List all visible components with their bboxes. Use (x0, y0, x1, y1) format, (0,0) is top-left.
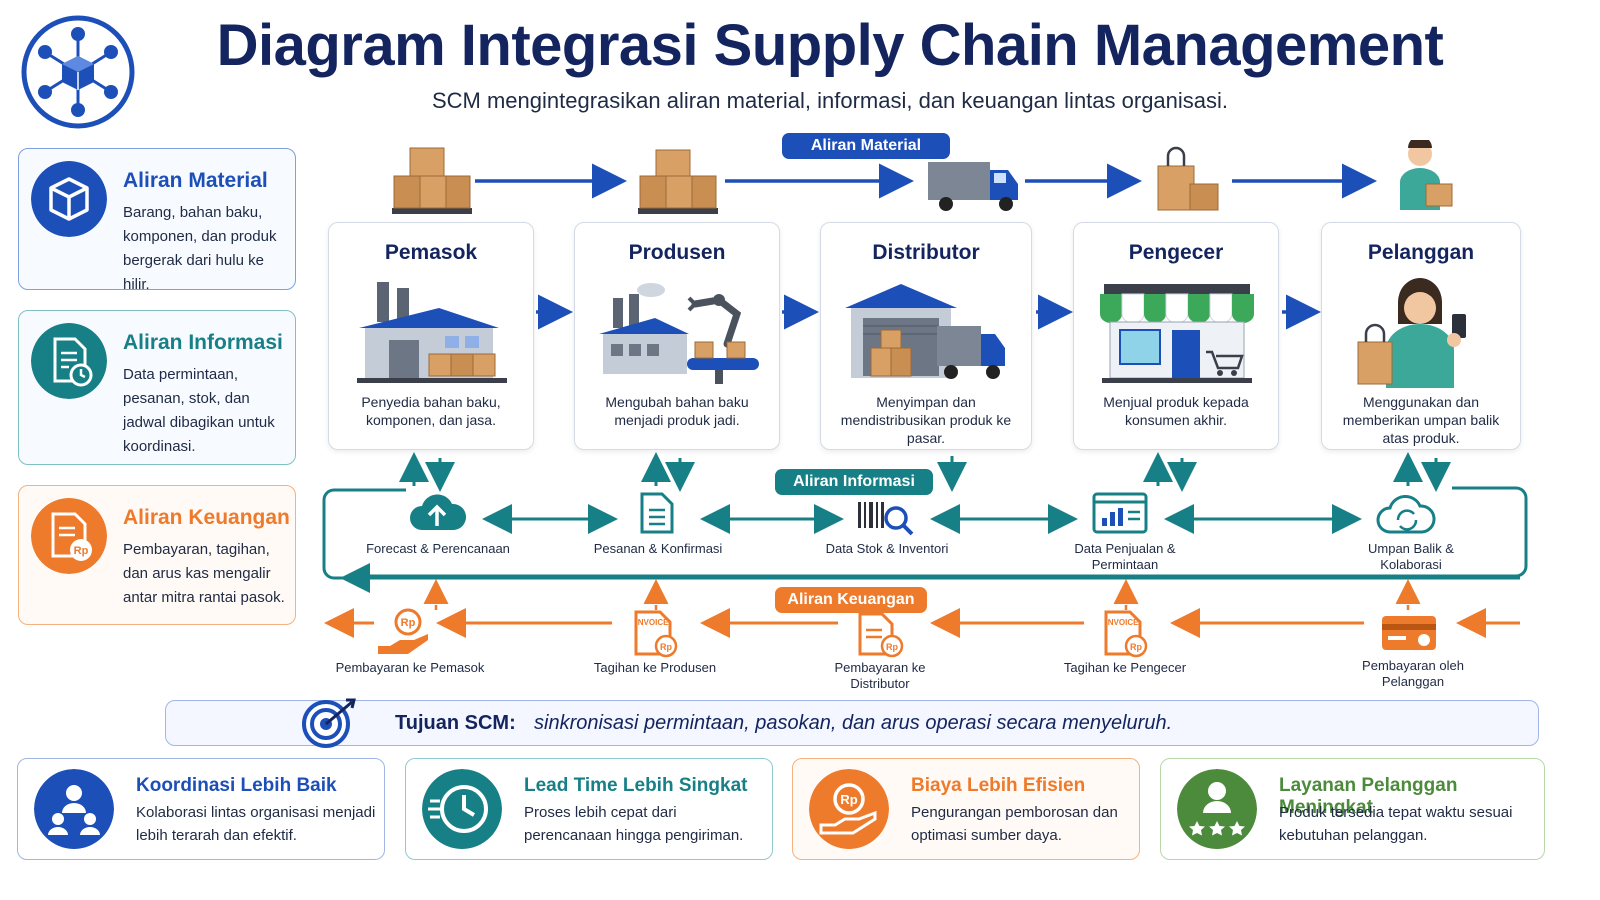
hand-coin-icon: Rp (809, 769, 889, 849)
finance-node-label: Pembayaran ke Distributor (834, 660, 926, 691)
cloud-upload-icon (410, 494, 466, 530)
page-subtitle: SCM mengintegrasikan aliran material, in… (431, 88, 1229, 113)
goal-label: Tujuan SCM: (395, 712, 516, 734)
target-icon (302, 698, 356, 748)
network-cube-icon (21, 15, 135, 129)
info-node-label: Data Stok & Inventori (825, 541, 949, 556)
benefit-desc: Kolaborasi lintas organisasi menjadi leb… (136, 804, 376, 844)
goal-text: sinkronisasi permintaan, pasokan, dan ar… (534, 712, 1173, 734)
order-document-icon (640, 492, 674, 534)
finance-node-label: Tagihan ke Produsen (593, 660, 717, 675)
legend-title: Aliran Informasi (123, 331, 283, 354)
legend-title: Aliran Keuangan (123, 506, 290, 529)
svg-text:Rp: Rp (74, 545, 89, 557)
legend-desc: Pembayaran, tagihan, dan arus kas mengal… (123, 541, 285, 606)
info-node-label: Forecast & Perencanaan (366, 541, 510, 556)
stage-card-pemasok: Pemasok Penyedia bahan baku, komponen, d… (328, 222, 534, 450)
tag-information: Aliran Informasi (775, 469, 933, 495)
stage-card-pengecer: Pengecer Menjual produk kepada konsumen … (1073, 222, 1279, 450)
payment-document-icon: Rp (858, 612, 904, 658)
box-icon (31, 161, 107, 237)
card-icon (1382, 616, 1436, 650)
finance-node-label: Pembayaran oleh Pelanggan (1362, 658, 1464, 689)
cloud-sync-icon (1376, 495, 1436, 534)
benefit-lead-time: Lead Time Lebih Singkat Proses lebih cep… (405, 758, 773, 860)
svg-text:Rp: Rp (886, 642, 898, 652)
legend-desc: Barang, bahan baku, komponen, dan produk… (123, 204, 277, 293)
shopping-bag-icon (1157, 146, 1219, 211)
svg-text:Rp: Rp (1130, 642, 1142, 652)
stage-desc: Penyedia bahan baku, komponen, dan jasa. (361, 394, 501, 428)
stage-title: Produsen (628, 241, 726, 264)
svg-text:Rp: Rp (660, 642, 672, 652)
legend-title: Aliran Material (123, 169, 268, 192)
finance-node-label: Pembayaran ke Pemasok (335, 660, 485, 675)
legend-finance: Rp Aliran Keuangan Pembayaran, tagihan, … (18, 485, 296, 625)
benefit-desc: Produk tersedia tepat waktu sesuai kebut… (1279, 804, 1513, 844)
goal-bar (165, 700, 1539, 746)
legend-desc: Data permintaan, pesanan, stok, dan jadw… (123, 366, 275, 455)
svg-text:Rp: Rp (401, 617, 416, 629)
stage-title: Pemasok (384, 241, 478, 264)
finance-node-label: Tagihan ke Pengecer (1063, 660, 1187, 675)
stage-desc: Mengubah bahan baku menjadi produk jadi. (605, 394, 749, 428)
customer-with-box-icon (1400, 140, 1453, 210)
sales-dashboard-icon (1092, 492, 1148, 534)
stage-desc: Menyimpan dan mendistribusikan produk ke… (840, 394, 1012, 446)
info-node-label: Umpan Balik & Kolaborasi (1368, 541, 1454, 572)
tag-finance: Aliran Keuangan (775, 587, 927, 613)
stage-desc: Menjual produk kepada konsumen akhir. (1103, 394, 1249, 428)
warehouse-truck-icon (845, 284, 1005, 379)
benefit-desc: Pengurangan pemborosan dan optimasi sumb… (911, 804, 1118, 844)
material-flow-row (392, 140, 1453, 214)
customer-icon (1357, 278, 1466, 388)
team-icon (34, 769, 114, 849)
stage-title: Pengecer (1128, 241, 1224, 264)
legend-information: Aliran Informasi Data permintaan, pesana… (18, 310, 296, 465)
stage-card-pelanggan: Pelanggan Menggunakan dan memberikan ump… (1321, 222, 1521, 450)
benefit-title: Lead Time Lebih Singkat (524, 775, 748, 796)
stage-card-distributor: Distributor Menyimpan dan mendistribusik… (820, 222, 1032, 450)
factory-robot-icon (599, 283, 759, 384)
flow-connectors (322, 294, 1528, 638)
clock-icon (422, 769, 502, 849)
benefit-title: Layanan Pelanggan Meningkat (1279, 775, 1458, 818)
info-node-label: Pesanan & Konfirmasi (593, 541, 723, 556)
benefit-desc: Proses lebih cepat dari perencanaan hing… (524, 804, 744, 844)
invoice-rp-icon: Rp (31, 498, 107, 574)
hand-rp-icon: Rp (378, 608, 428, 654)
pallet-boxes-icon (638, 149, 718, 214)
barcode-search-icon (858, 502, 914, 536)
benefit-title: Koordinasi Lebih Baik (136, 775, 337, 796)
stage-title: Distributor (872, 241, 980, 264)
rated-person-icon (1177, 769, 1257, 849)
legend-material: Aliran Material Barang, bahan baku, komp… (18, 148, 296, 293)
stage-desc: Menggunakan dan memberikan umpan balik a… (1342, 394, 1500, 446)
svg-text:INVOICE: INVOICE (1106, 618, 1140, 627)
page-title: Diagram Integrasi Supply Chain Managemen… (216, 13, 1444, 78)
stage-title: Pelanggan (1367, 241, 1475, 264)
tag-material: Aliran Material (782, 133, 950, 159)
benefit-title: Biaya Lebih Efisien (911, 775, 1086, 796)
invoice-icon: INVOICE Rp (634, 610, 678, 658)
factory-icon (357, 282, 507, 383)
info-node-label: Data Penjualan & Permintaan (1074, 541, 1176, 572)
svg-text:INVOICE: INVOICE (636, 618, 670, 627)
benefit-service: Layanan Pelanggan Meningkat Produk terse… (1160, 758, 1545, 860)
pallet-boxes-icon (392, 147, 472, 214)
invoice-icon: INVOICE Rp (1104, 610, 1148, 658)
benefit-coordination: Koordinasi Lebih Baik Kolaborasi lintas … (17, 758, 385, 860)
benefit-cost: Rp Biaya Lebih Efisien Pengurangan pembo… (792, 758, 1140, 860)
document-clock-icon (31, 323, 107, 399)
truck-icon (928, 162, 1018, 211)
svg-text:Rp: Rp (840, 792, 857, 807)
stage-card-produsen: Produsen Mengubah bahan baku menjadi pro… (574, 222, 780, 450)
store-icon (1100, 284, 1254, 383)
